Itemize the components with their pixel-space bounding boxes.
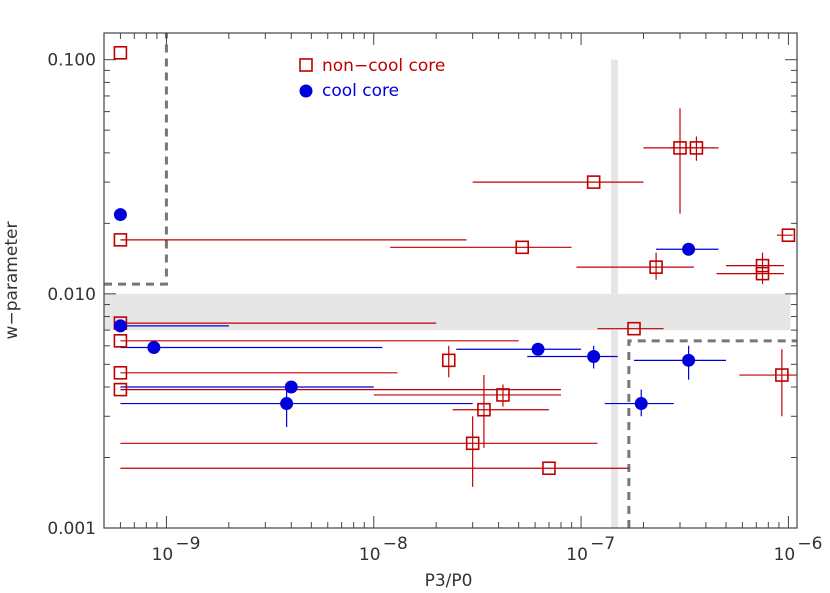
x-tick-label-exponent: −8	[383, 534, 408, 554]
data-point-non-cool-core	[496, 388, 510, 402]
x-tick-label: 10	[566, 545, 588, 565]
y-tick-label: 0.100	[47, 51, 96, 71]
vertical-shaded-band	[611, 59, 619, 529]
dashed-region-boundary	[104, 33, 168, 286]
y-tick-label: 0.010	[47, 285, 96, 305]
legend-label-cool-core: cool core	[322, 81, 399, 101]
data-point-non-cool-core	[673, 141, 687, 155]
legend-label-non-cool-core: non−cool core	[322, 56, 445, 76]
dashed-region-boundary	[627, 339, 797, 528]
x-tick-label: 10	[774, 545, 796, 565]
data-point-non-cool-core	[586, 175, 601, 189]
data-point-non-cool-core	[775, 368, 789, 382]
data-point-cool-core	[284, 380, 298, 394]
data-point-non-cool-core	[465, 436, 480, 451]
legend-marker-cool-core	[299, 84, 313, 98]
shaded-bands	[104, 59, 791, 529]
data-point-non-cool-core	[113, 46, 128, 60]
x-tick-label: 10	[359, 545, 381, 565]
y-axis-title: w−parameter	[2, 222, 22, 340]
data-point-cool-core	[531, 342, 545, 356]
data-point-cool-core	[682, 353, 696, 367]
x-tick-label-exponent: −6	[797, 534, 822, 554]
dashed-regions	[104, 33, 797, 528]
data-point-non-cool-core	[542, 461, 556, 476]
data-markers	[113, 46, 796, 476]
horizontal-shaded-band	[104, 293, 791, 331]
data-point-non-cool-core	[755, 258, 770, 273]
data-point-non-cool-core	[113, 334, 128, 348]
x-tick-label: 10	[152, 545, 174, 565]
data-point-non-cool-core	[441, 353, 456, 368]
legend: non−cool core cool core	[299, 56, 445, 101]
data-point-non-cool-core	[515, 240, 530, 255]
data-point-non-cool-core	[627, 321, 641, 336]
y-tick-labels: 0.001 0.010 0.100	[47, 51, 96, 539]
x-tick-label-exponent: −7	[590, 534, 615, 554]
data-point-cool-core	[113, 319, 127, 333]
plot-frame	[103, 32, 798, 529]
data-point-cool-core	[280, 397, 294, 411]
data-point-non-cool-core	[113, 233, 128, 247]
x-tick-label-exponent: −9	[175, 534, 200, 554]
data-point-non-cool-core	[649, 260, 663, 274]
data-point-non-cool-core	[113, 382, 128, 397]
x-tick-labels: 10−910−810−710−6	[152, 534, 823, 565]
data-point-non-cool-core	[113, 366, 128, 380]
x-axis-title: P3/P0	[425, 571, 473, 591]
data-point-cool-core	[587, 350, 601, 364]
data-point-non-cool-core	[781, 228, 796, 243]
data-point-cool-core	[634, 397, 648, 411]
data-point-non-cool-core	[755, 266, 770, 281]
data-point-cool-core	[682, 242, 696, 256]
axis-ticks	[103, 33, 797, 529]
data-point-non-cool-core	[689, 141, 704, 155]
data-point-cool-core	[113, 208, 127, 222]
y-tick-label: 0.001	[47, 519, 96, 539]
legend-marker-non-cool-core	[299, 58, 313, 72]
data-point-non-cool-core	[477, 402, 491, 417]
data-point-cool-core	[147, 340, 161, 354]
